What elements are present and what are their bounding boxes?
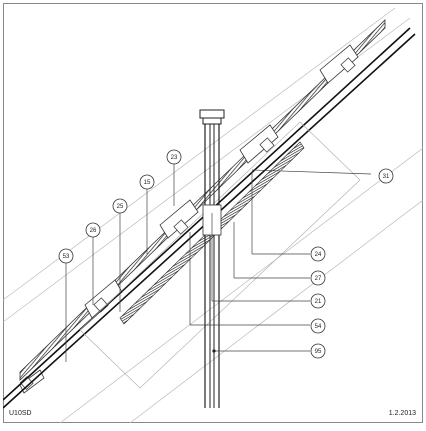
- drawing-date: 1.2.2013: [389, 410, 416, 417]
- callout-21: 21: [310, 293, 326, 309]
- callout-label: 21: [315, 299, 322, 305]
- callout-53: 53: [58, 248, 74, 264]
- callout-23: 23: [166, 149, 182, 165]
- insulation-outline: [79, 121, 361, 389]
- callout-25: 25: [112, 198, 128, 214]
- callout-label: 25: [117, 204, 124, 210]
- callout-27: 27: [310, 270, 326, 286]
- callout-label: 53: [63, 254, 70, 260]
- callout-label: 31: [383, 174, 390, 180]
- leader-dot: [212, 349, 216, 353]
- roof-tiles: [19, 44, 359, 394]
- sheet-border: [3, 3, 423, 423]
- callout-label: 27: [315, 276, 322, 282]
- callout-26: 26: [85, 222, 101, 238]
- callout-15: 15: [139, 174, 155, 190]
- callout-label: 26: [90, 228, 97, 234]
- callout-24: 24: [310, 246, 326, 262]
- callout-label: 15: [144, 180, 151, 186]
- callout-label: 23: [171, 155, 178, 161]
- callout-95: 95: [310, 343, 326, 359]
- callout-label: 54: [315, 324, 322, 330]
- callout-label: 24: [315, 252, 322, 258]
- drawing-code: U10SD: [9, 410, 32, 417]
- callout-54: 54: [310, 318, 326, 334]
- callout-label: 95: [315, 349, 322, 355]
- callout-31: 31: [378, 168, 394, 184]
- leader-lines: [65, 164, 372, 362]
- counter-battens: [19, 57, 356, 390]
